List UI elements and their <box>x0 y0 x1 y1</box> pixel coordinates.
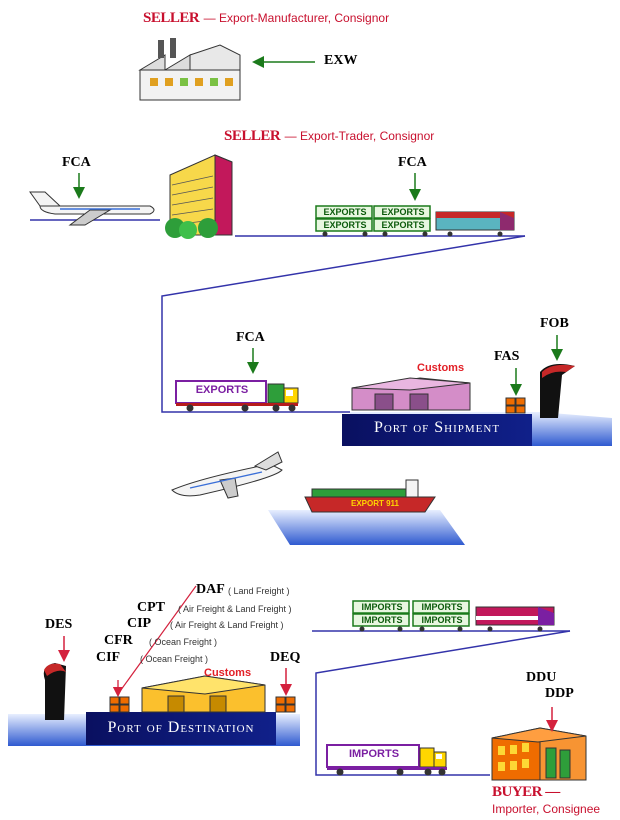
customs-warehouse-shipment <box>351 377 471 411</box>
route-line-2 <box>315 630 571 776</box>
customs-warehouse-destination <box>141 675 266 713</box>
term-fas: FAS <box>494 349 520 364</box>
office-building-icon <box>165 154 233 239</box>
customs-label-shipment: Customs <box>417 362 465 374</box>
ship-label: EXPORT 911 <box>350 499 400 508</box>
term-ddp: DDP <box>545 686 574 701</box>
container-label: EXPORTS <box>323 220 367 230</box>
term-des: DES <box>45 617 73 632</box>
seller-manufacturer-heading: SELLER — Export-Manufacturer, Consignor <box>143 9 389 27</box>
buyer-desc: Importer, Consignee <box>492 802 601 816</box>
cargo-boxes-fas <box>505 397 526 414</box>
term-fob: FOB <box>540 316 569 331</box>
seller-desc: — Export-Manufacturer, Consignor <box>203 11 390 25</box>
term-cfr: CFR <box>104 633 133 648</box>
port-of-shipment-banner <box>342 414 532 446</box>
note-cpt: ( Air Freight & Land Freight ) <box>178 604 292 614</box>
import-truck-label: IMPORTS <box>348 748 400 760</box>
seller-role: SELLER <box>143 10 200 26</box>
container-label: IMPORTS <box>361 602 403 612</box>
ship-bow-fob <box>540 364 575 418</box>
note-cfr: ( Ocean Freight ) <box>149 637 218 647</box>
airplane-transit-icon <box>171 451 283 499</box>
cargo-ship-icon <box>268 479 465 545</box>
buyer-building-icon <box>491 727 587 781</box>
seller-trader-heading: SELLER — Export-Trader, Consignor <box>224 127 434 145</box>
ship-bow-des <box>43 663 66 720</box>
term-fca-rail: FCA <box>398 155 427 170</box>
term-daf: DAF <box>196 582 225 597</box>
port-of-shipment-label: Port of Shipment <box>373 419 501 436</box>
container-label: IMPORTS <box>421 615 463 625</box>
seller-desc: — Export-Trader, Consignor <box>284 129 435 143</box>
term-ddu: DDU <box>526 670 557 685</box>
note-daf: ( Land Freight ) <box>228 586 290 596</box>
seller-role: SELLER <box>224 128 281 144</box>
truck-label: EXPORTS <box>195 384 249 396</box>
term-exw: EXW <box>324 53 358 68</box>
note-cif: ( Ocean Freight ) <box>140 654 209 664</box>
customs-label-destination: Customs <box>204 667 252 679</box>
cargo-boxes-cif <box>109 696 130 713</box>
import-train-icon <box>352 600 555 632</box>
term-deq: DEQ <box>270 650 301 665</box>
destination-diagonal-line <box>117 585 197 695</box>
import-truck-icon <box>326 744 447 776</box>
factory-icon <box>138 38 241 101</box>
note-cip: ( Air Freight & Land Freight ) <box>170 620 284 630</box>
container-label: IMPORTS <box>421 602 463 612</box>
port-of-destination-label: Port of Destination <box>107 719 255 736</box>
term-fca-air: FCA <box>62 155 91 170</box>
port-of-destination-banner <box>86 712 276 745</box>
route-line-1 <box>161 235 526 413</box>
container-label: IMPORTS <box>361 615 403 625</box>
export-truck-icon <box>175 380 299 412</box>
term-cif: CIF <box>96 650 121 665</box>
container-label: EXPORTS <box>323 207 367 217</box>
container-label: EXPORTS <box>381 220 425 230</box>
container-label: EXPORTS <box>381 207 425 217</box>
airplane-icon <box>29 191 155 226</box>
cargo-boxes-deq <box>275 696 296 713</box>
term-fca-truck: FCA <box>236 330 265 345</box>
term-cip: CIP <box>127 616 152 631</box>
buyer-role: BUYER — <box>492 784 560 800</box>
term-cpt: CPT <box>137 600 165 615</box>
export-train-icon <box>315 205 515 237</box>
